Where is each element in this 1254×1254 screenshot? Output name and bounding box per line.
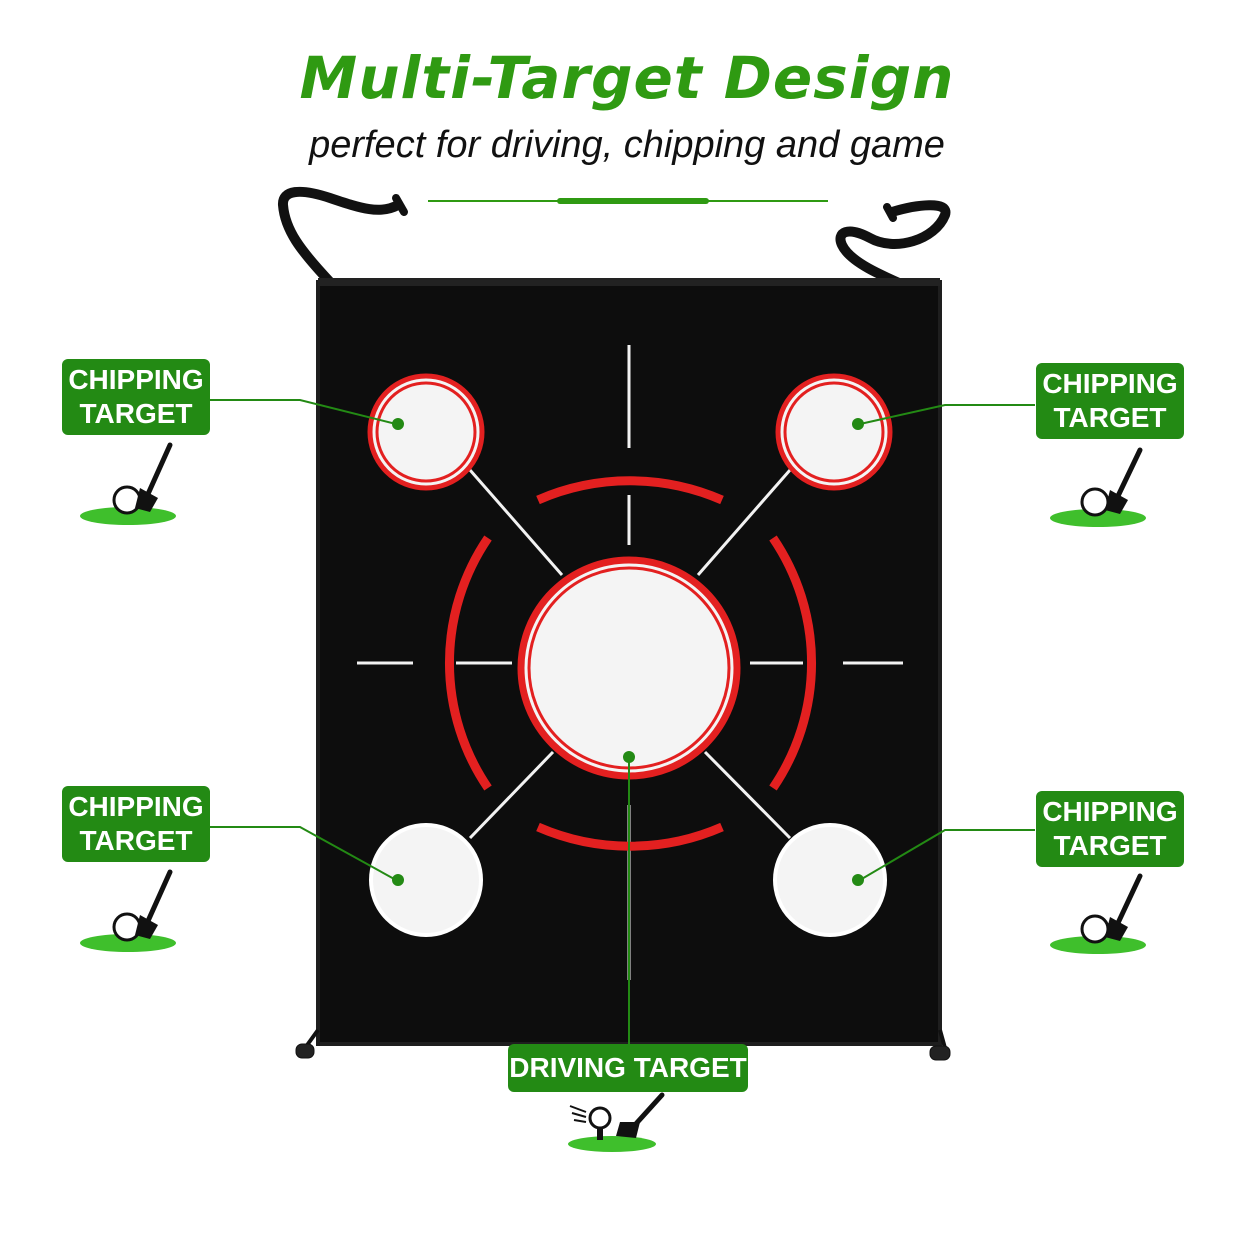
label-line-1: CHIPPING	[68, 791, 204, 823]
label-line-2: TARGET	[1053, 402, 1167, 433]
label-driving-target: DRIVING TARGET	[508, 1044, 748, 1092]
golf-club-chip-icon-bottom-right	[1050, 873, 1146, 954]
strap-icon-left	[278, 186, 408, 287]
label-line-1: CHIPPING	[68, 364, 204, 396]
label-line-1: CHIPPING	[1042, 796, 1178, 828]
carabiner-icon-left	[295, 1028, 320, 1059]
divider-accent	[557, 198, 709, 204]
golf-club-chip-icon-top-right	[1050, 447, 1146, 527]
label-line-2: TARGET	[1053, 830, 1167, 861]
golf-club-drive-icon	[568, 1092, 665, 1152]
label-chipping-target-bottom-left: CHIPPING TARGET	[62, 786, 210, 862]
label-chipping-target-top-left: CHIPPING TARGET	[62, 359, 210, 435]
chipping-target-bottom-left	[369, 823, 483, 937]
chipping-target-top-left	[367, 373, 485, 491]
chipping-target-top-right	[775, 373, 893, 491]
strap-icon-right	[835, 200, 951, 295]
callout-lines	[210, 399, 1035, 1047]
label-chipping-target-top-right: CHIPPING TARGET	[1036, 363, 1184, 439]
label-chipping-target-bottom-right: CHIPPING TARGET	[1036, 791, 1184, 867]
golf-club-chip-icon-top-left	[80, 442, 176, 525]
label-line-2: TARGET	[79, 398, 193, 429]
golf-club-chip-icon-bottom-left	[80, 869, 176, 952]
page-title: Multi-Target Design	[299, 44, 955, 112]
driving-target	[517, 556, 741, 780]
carabiner-icon-right	[929, 1029, 951, 1061]
page-subtitle: perfect for driving, chipping and game	[309, 124, 945, 166]
chipping-target-bottom-right	[773, 823, 887, 937]
callout-dots	[392, 418, 864, 886]
label-line-1: CHIPPING	[1042, 368, 1178, 400]
label-line-2: TARGET	[79, 825, 193, 856]
